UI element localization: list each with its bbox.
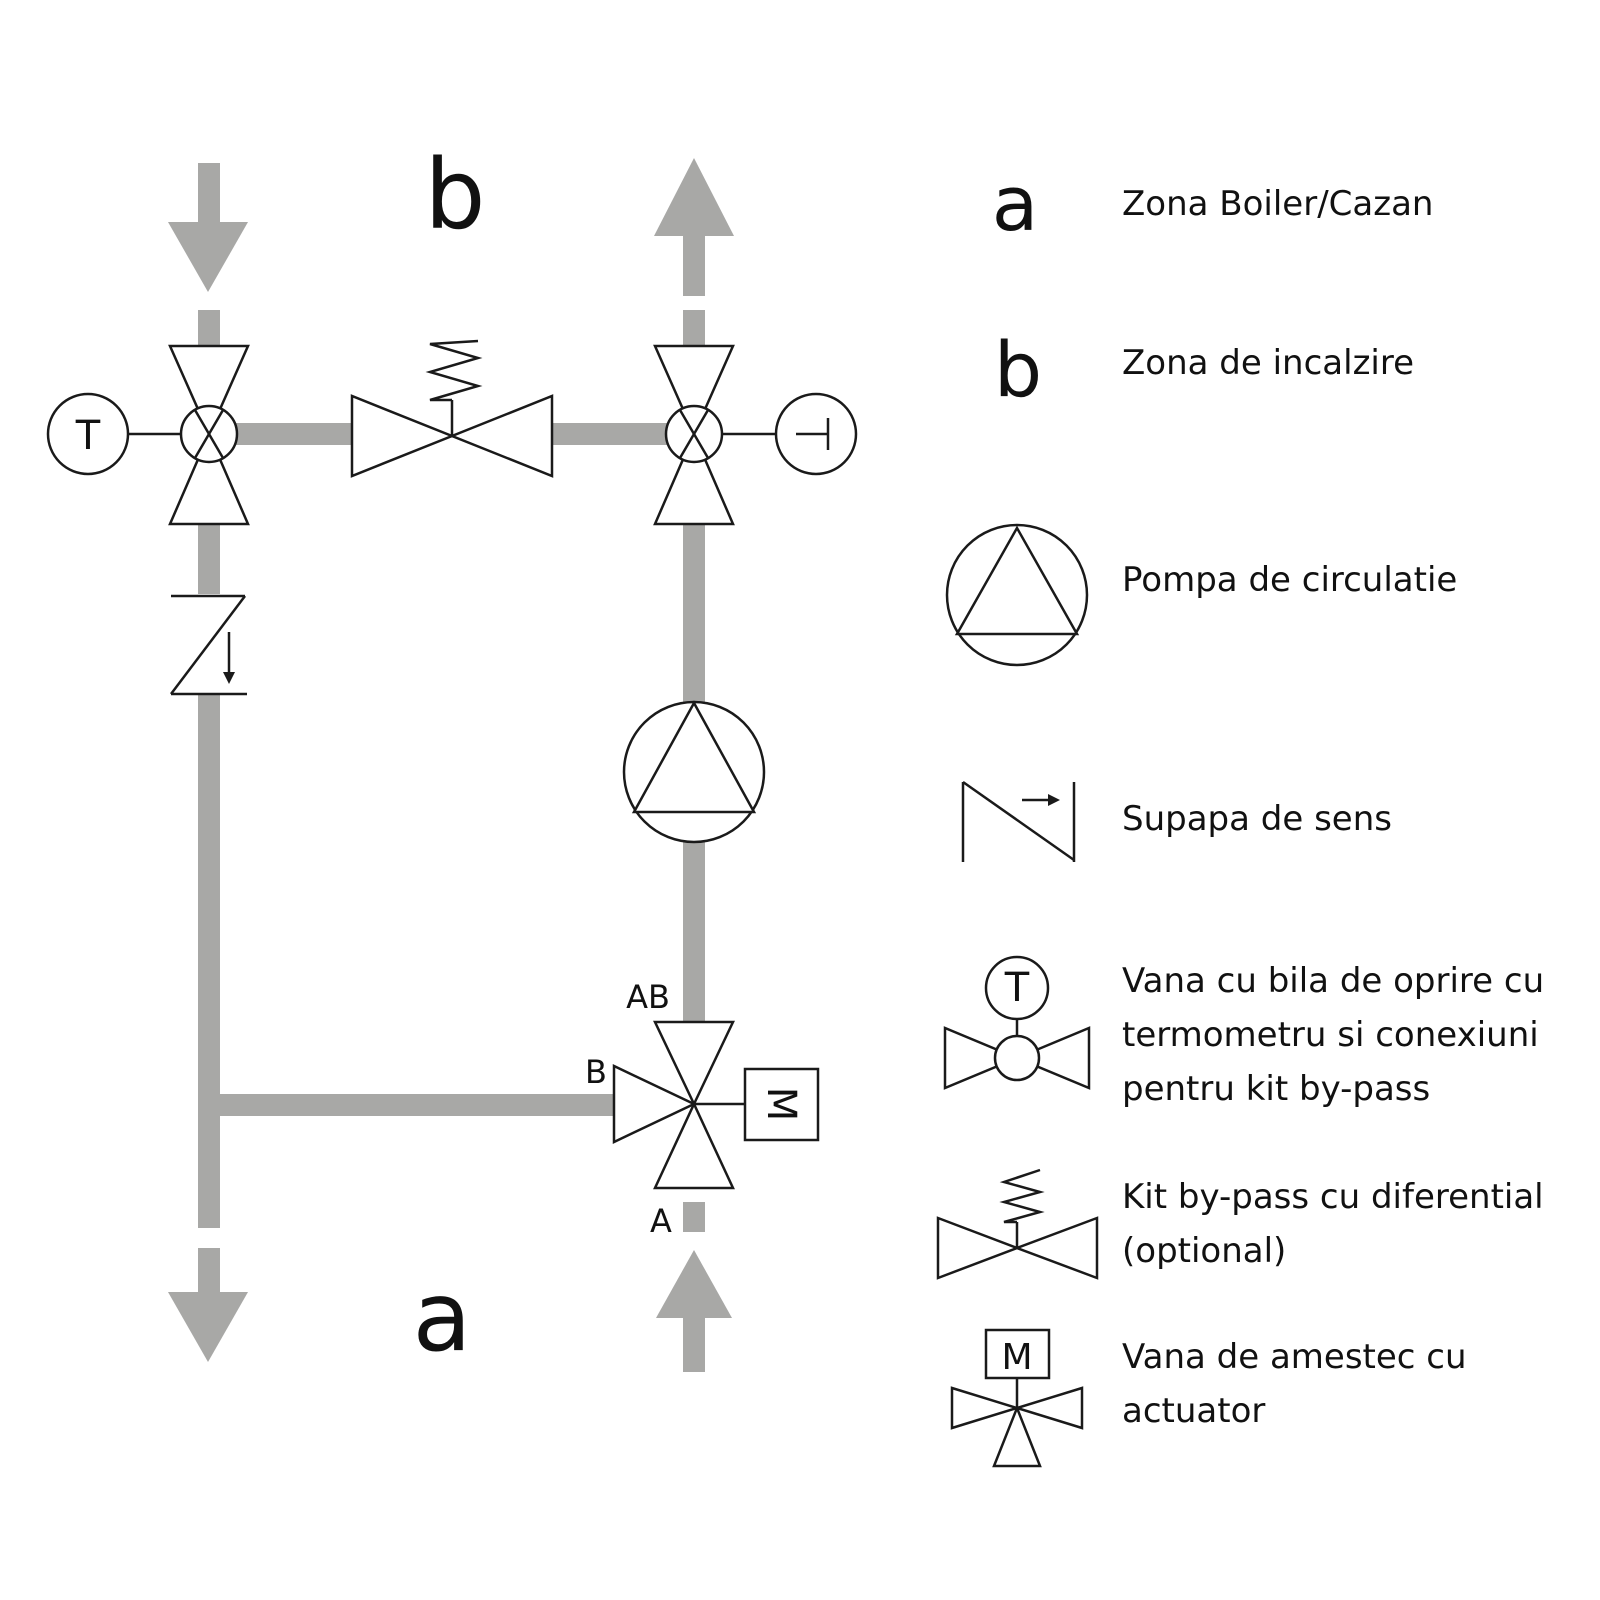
thermometer-icon [46, 392, 130, 476]
pipe-segment [550, 423, 680, 445]
zone-label-heating: b [425, 139, 486, 251]
pipe-segment [198, 694, 220, 1228]
pipe-segment [683, 310, 705, 346]
legend-label: pentru kit by-pass [1122, 1069, 1430, 1109]
legend-label: Vana cu bila de oprire cu [1122, 961, 1544, 1001]
legend-item-zone-b: b Zona de incalzire [994, 325, 1414, 414]
spring-icon [425, 339, 483, 402]
legend-item-ball-valve: T Vana cu bila de oprire cu termometru s… [943, 955, 1544, 1109]
ball-valve-right [653, 344, 858, 526]
legend-label: termometru si conexiuni [1122, 1015, 1539, 1055]
pipe-segment [198, 1248, 220, 1298]
circulation-pump [622, 700, 766, 844]
legend-item-pump: Pompa de circulatie [945, 523, 1457, 667]
pipe-segment [683, 840, 705, 1030]
legend-item-bypass-kit: Kit by-pass cu diferential (optional) [936, 1168, 1544, 1280]
port-label-ab: AB [626, 978, 670, 1016]
pipe-segment [683, 524, 705, 704]
mixing-valve-actuator-icon: M [950, 1328, 1084, 1468]
legend-symbol-a: a [992, 159, 1039, 248]
legend-label: Pompa de circulatie [1122, 560, 1457, 600]
ball-valve-thermometer-icon: T [943, 955, 1091, 1090]
pipe-segment [683, 1312, 705, 1372]
legend: a Zona Boiler/Cazan b Zona de incalzire … [936, 159, 1544, 1468]
pipe-segment [683, 1202, 705, 1232]
check-valve [170, 594, 247, 696]
legend-label: Supapa de sens [1122, 799, 1392, 839]
thermometer-letter: T [1004, 965, 1030, 1011]
pipes [168, 158, 734, 1372]
legend-label: Zona Boiler/Cazan [1122, 184, 1433, 224]
actuator-letter: M [758, 1087, 804, 1122]
mixing-valve: M AB B A [585, 978, 820, 1240]
check-valve-icon [961, 780, 1076, 862]
flow-arrow-in-heating [168, 222, 248, 292]
legend-label: Vana de amestec cu [1122, 1337, 1467, 1377]
zone-label-boiler: a [413, 1261, 472, 1373]
legend-item-mixing-valve: M Vana de amestec cu actuator [950, 1328, 1467, 1468]
ball-valve-left: T [46, 344, 250, 526]
pipe-segment [208, 1094, 616, 1116]
flow-arrow-out-boiler [168, 1292, 248, 1362]
legend-item-zone-a: a Zona Boiler/Cazan [992, 159, 1434, 248]
actuator-letter: M [1001, 1337, 1032, 1378]
actuator-motor-icon [984, 1328, 1051, 1380]
flow-arrow-out-heating [654, 158, 734, 236]
legend-label: (optional) [1122, 1231, 1286, 1271]
legend-symbol-b: b [994, 325, 1042, 414]
pipe-segment [232, 423, 352, 445]
port-label-b: B [585, 1053, 607, 1091]
pipe-segment [198, 524, 220, 594]
bypass-valve-icon [936, 1168, 1099, 1280]
pipe-segment [198, 310, 220, 346]
pipe-segment [198, 163, 220, 225]
spring-icon [999, 1168, 1045, 1224]
port-label-a: A [650, 1202, 672, 1240]
flow-arrow-in-boiler [656, 1250, 732, 1318]
bypass-differential-valve [350, 339, 554, 478]
legend-item-check-valve: Supapa de sens [961, 780, 1392, 862]
actuator-motor-icon [743, 1067, 820, 1142]
pipe-segment [683, 230, 705, 296]
legend-label: Zona de incalzire [1122, 343, 1414, 383]
pump-icon [945, 523, 1089, 667]
legend-label: actuator [1122, 1391, 1265, 1431]
thermometer-letter: T [75, 413, 101, 459]
legend-label: Kit by-pass cu diferential [1122, 1177, 1544, 1217]
